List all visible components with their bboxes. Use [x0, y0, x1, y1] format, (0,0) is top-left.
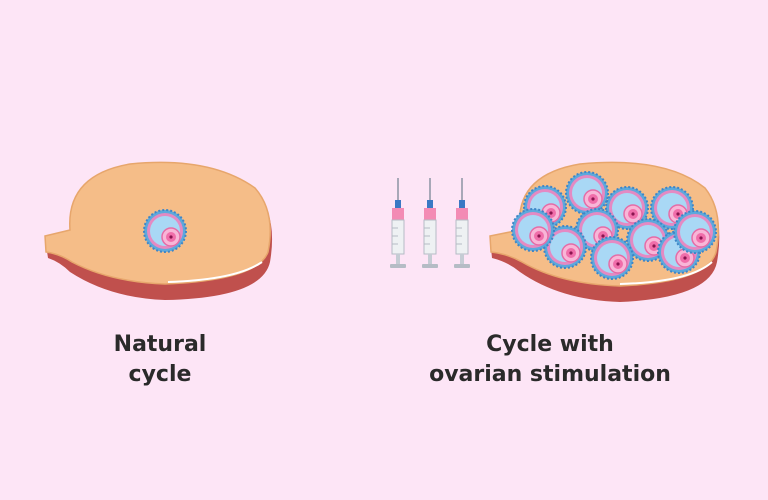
syringe-2: [421, 177, 439, 269]
caption-natural-cycle: Natural cycle: [60, 330, 260, 390]
syringe-3: [453, 177, 471, 269]
caption-stimulated-line2: ovarian stimulation: [429, 362, 671, 387]
caption-natural-line1: Natural: [113, 332, 207, 357]
caption-natural-line2: cycle: [128, 362, 192, 387]
caption-stimulated-line1: Cycle with: [486, 332, 614, 357]
caption-stimulated-cycle: Cycle with ovarian stimulation: [400, 330, 700, 390]
natural-follicle: [143, 209, 187, 253]
syringe-1: [389, 177, 407, 269]
